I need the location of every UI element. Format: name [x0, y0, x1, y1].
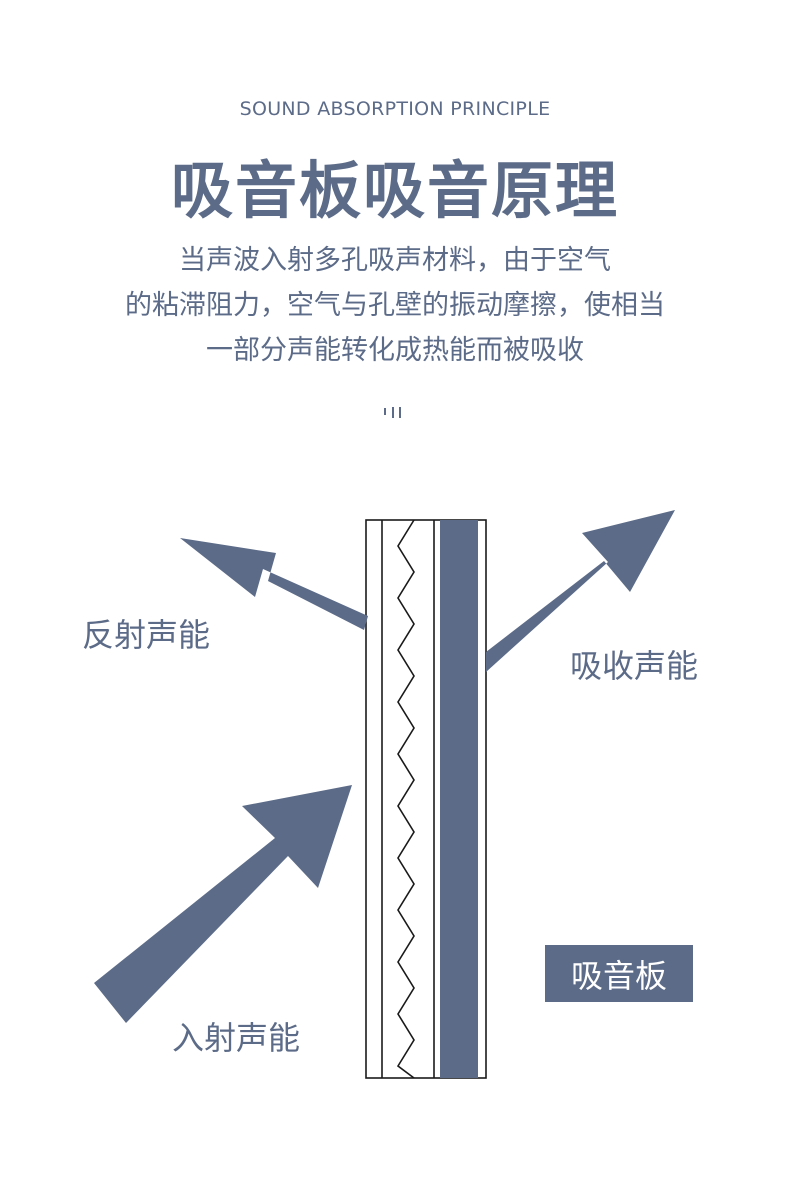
reflected-arrow: [180, 538, 368, 630]
description: 当声波入射多孔吸声材料，由于空气 的粘滞阻力，空气与孔壁的振动摩擦，使相当 一部…: [0, 238, 790, 373]
subtitle: SOUND ABSORPTION PRINCIPLE: [239, 98, 551, 120]
page-title: 吸音板吸音原理: [170, 154, 619, 227]
absorbed-energy-label: 吸收声能: [570, 647, 699, 685]
absorbed-arrow: [486, 510, 675, 672]
panel-label: 吸音板: [545, 945, 693, 1002]
incident-energy-label: 入射声能: [172, 1019, 301, 1057]
porous-zigzag: [396, 519, 415, 1079]
description-line: 一部分声能转化成热能而被吸收: [206, 335, 584, 366]
description-line: 当声波入射多孔吸声材料，由于空气: [179, 245, 611, 276]
panel-backing: [440, 520, 478, 1078]
reflected-energy-label: 反射声能: [82, 616, 211, 654]
incident-arrow: [94, 785, 352, 1023]
description-line: 的粘滞阻力，空气与孔壁的振动摩擦，使相当: [125, 290, 665, 321]
tick-marks: [384, 407, 401, 418]
